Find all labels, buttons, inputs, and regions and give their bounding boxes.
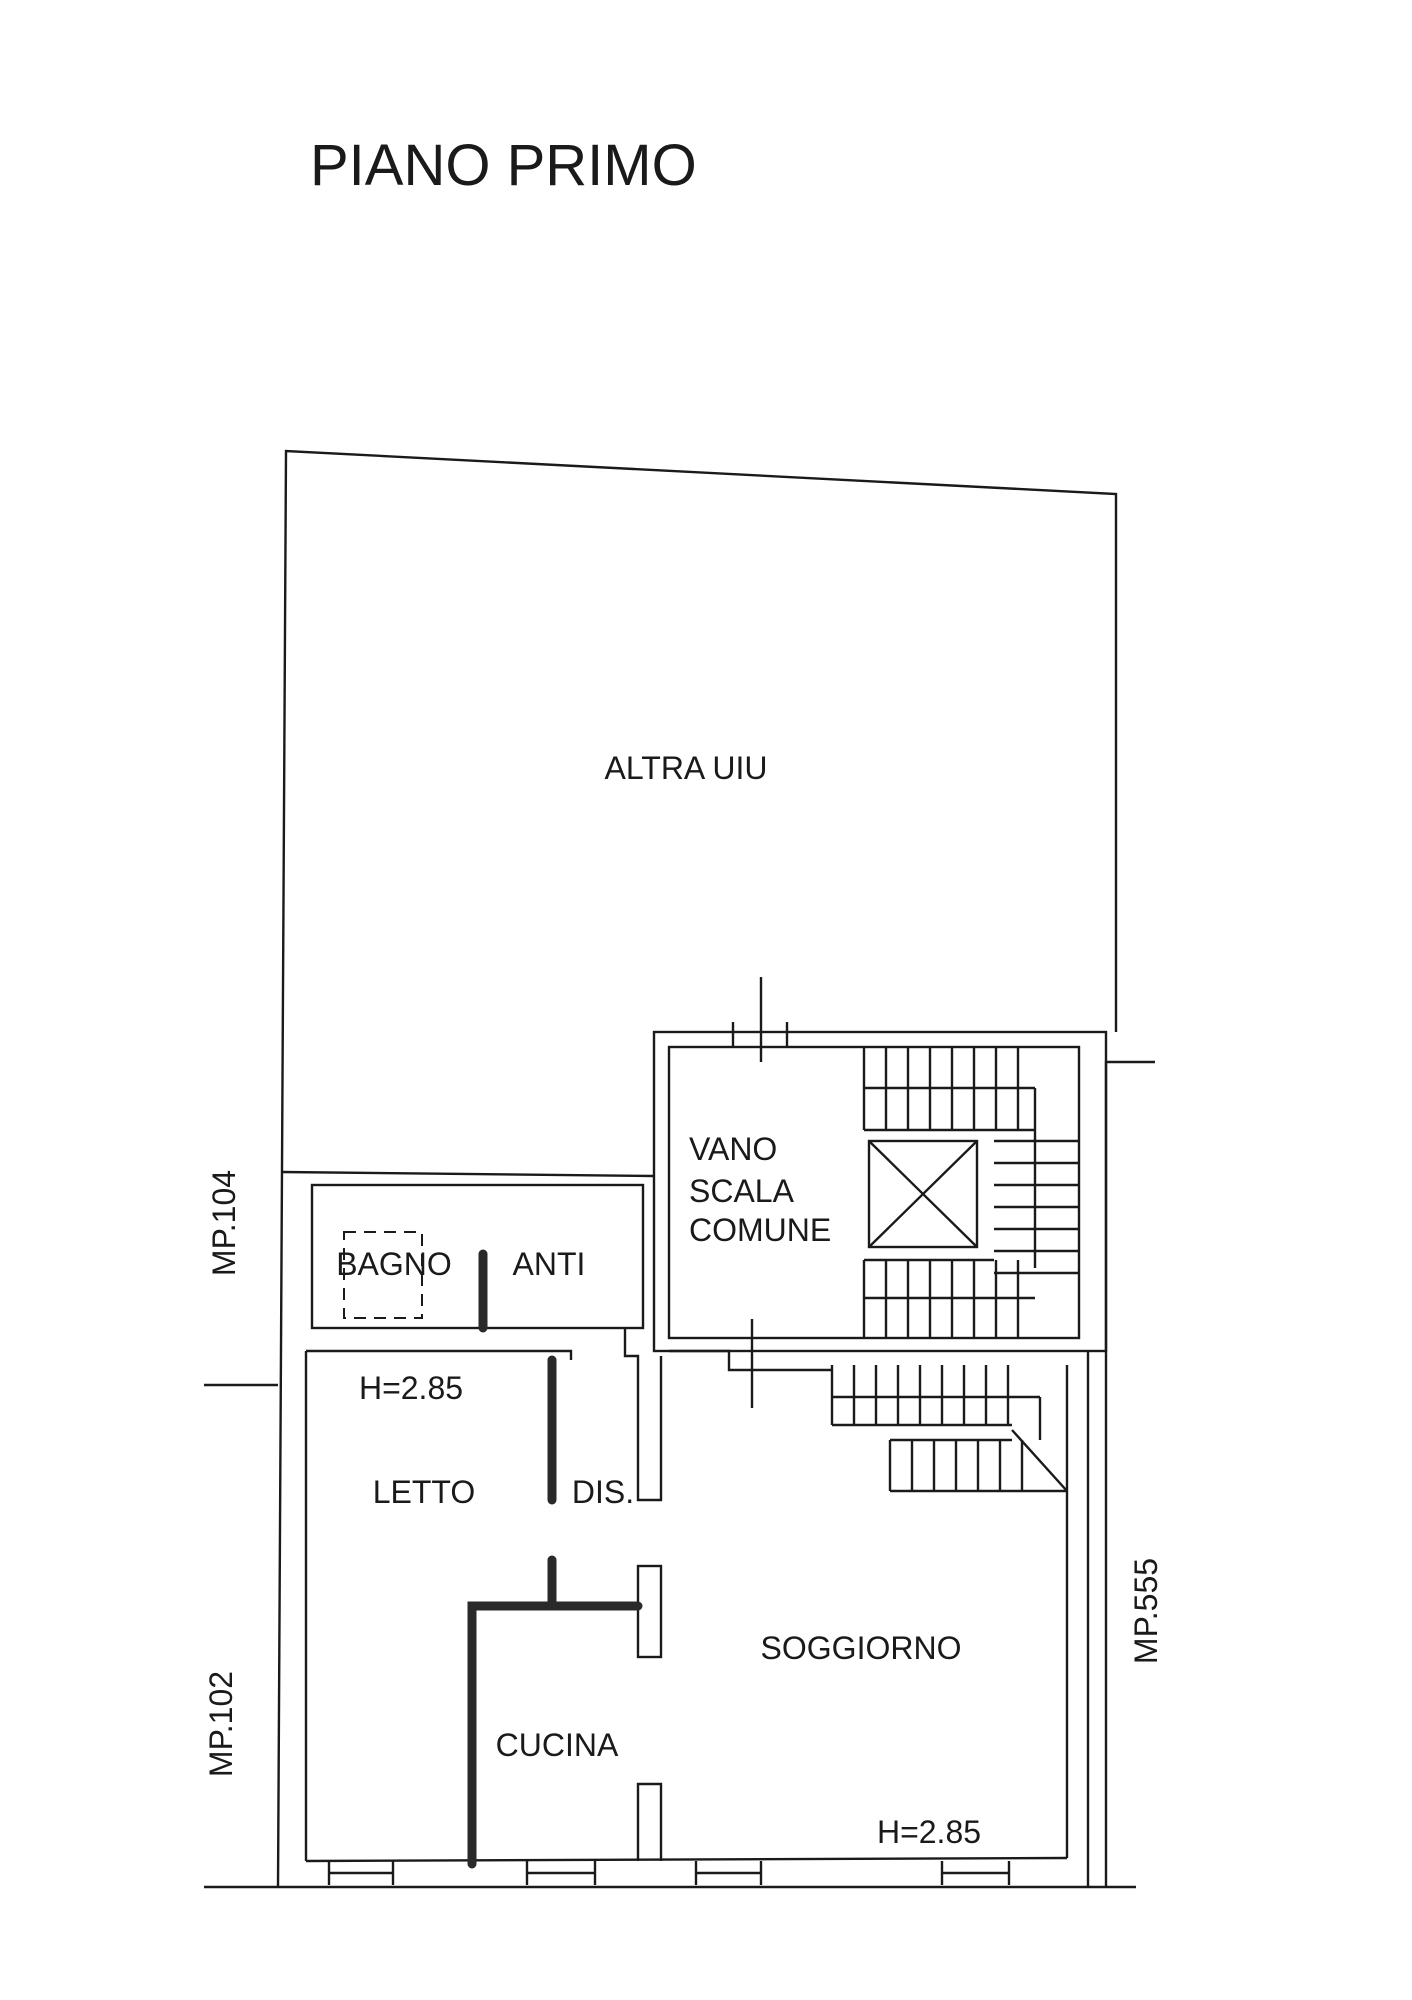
room-label-bagno: BAGNO: [336, 1246, 452, 1282]
plan-title: PIANO PRIMO: [310, 133, 697, 198]
neighbor-label-mp555: MP.555: [1128, 1558, 1164, 1664]
partition-line: [281, 1170, 655, 1178]
height-label-letto: H=2.85: [359, 1370, 463, 1406]
elevator-shaft: [867, 1139, 979, 1249]
walls: [204, 449, 1155, 1889]
stair-box-outer: [652, 1030, 1108, 1353]
pillar-bottom: [636, 1782, 663, 1861]
room-label-comune: COMUNE: [689, 1212, 831, 1248]
room-label-letto: LETTO: [373, 1474, 476, 1510]
stair-diagonal: [1011, 1429, 1068, 1492]
stairs: [830, 1047, 1079, 1493]
shower-outline: [343, 1231, 423, 1319]
room-label-vano: VANO: [689, 1131, 777, 1167]
neighbor-label-mp102: MP.102: [203, 1671, 239, 1777]
letto-top: [306, 1349, 573, 1360]
room-label-cucina: CUCINA: [496, 1727, 619, 1763]
room-label-anti: ANTI: [513, 1246, 586, 1282]
right-extension: [1104, 1060, 1155, 1887]
windows: [327, 1861, 1011, 1885]
neighbor-label-mp104: MP.104: [206, 1170, 242, 1276]
pillar: [636, 1564, 663, 1659]
inner-bottom: [305, 1856, 1068, 1863]
room-label-dis: DIS.: [572, 1474, 634, 1510]
stair-box-inner: [667, 1045, 1081, 1340]
room-label-scala: SCALA: [689, 1173, 795, 1209]
bath-box: [310, 1183, 645, 1330]
outer-boundary: [276, 449, 1118, 1888]
room-label-soggiorno: SOGGIORNO: [761, 1630, 962, 1666]
height-label-soggiorno: H=2.85: [877, 1814, 981, 1850]
room-label-altra-uiu: ALTRA UIU: [605, 750, 768, 786]
